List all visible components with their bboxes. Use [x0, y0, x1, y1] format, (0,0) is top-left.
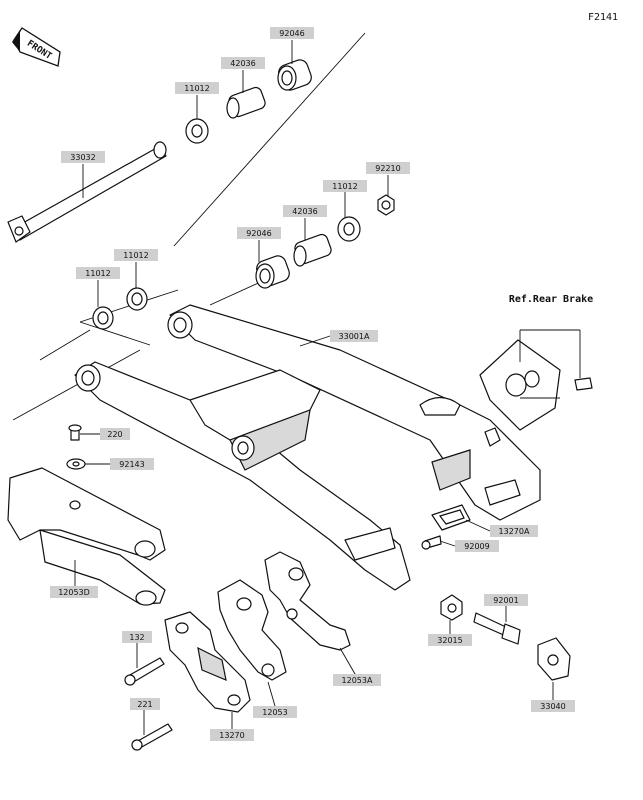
- callout-text: 92046: [279, 29, 304, 38]
- callout-text: 12053: [262, 708, 287, 717]
- callout-32015: 32015: [428, 634, 472, 646]
- callout-92009: 92009: [455, 540, 499, 552]
- sleeve-42036-mid: [293, 233, 332, 267]
- callout-text: 92001: [493, 596, 518, 605]
- callout-text: 42036: [292, 207, 317, 216]
- figure-code: F2141: [588, 12, 618, 23]
- chain-guide-12053a: [264, 551, 351, 651]
- callout-text: 92009: [464, 542, 489, 551]
- callout-92143: 92143: [110, 458, 154, 470]
- bolt-92001: [473, 612, 521, 645]
- washer-92143: [66, 458, 86, 470]
- chain-guide-12053: [217, 579, 287, 681]
- sleeve-42036-top: [226, 86, 266, 119]
- callout-12053: 12053: [253, 706, 297, 718]
- callout-11012-left-upper: 11012: [114, 249, 158, 261]
- callout-92046-top: 92046: [270, 27, 314, 39]
- callout-11012-left-lower: 11012: [76, 267, 120, 279]
- callout-text: 42036: [230, 59, 255, 68]
- leader-lines: [74, 40, 554, 735]
- callout-132: 132: [122, 631, 152, 643]
- swingarm-33001a: [74, 304, 541, 591]
- chain-slider-12053d: [7, 467, 166, 606]
- callout-text: 13270A: [499, 527, 530, 536]
- bolt-132: [124, 657, 165, 686]
- collar-92046-top: [277, 59, 312, 91]
- callout-221: 221: [130, 698, 160, 710]
- seal-11012-left-lower: [92, 306, 114, 330]
- callout-13270a: 13270A: [490, 525, 538, 537]
- callout-text: 12053A: [342, 676, 373, 685]
- callout-text: 132: [129, 633, 144, 642]
- callout-92210: 92210: [366, 162, 410, 174]
- seal-11012-mid: [337, 216, 361, 242]
- callout-text: 11012: [184, 84, 209, 93]
- callout-42036-top: 42036: [221, 57, 265, 69]
- bolt-221: [131, 723, 173, 751]
- pivot-shaft-33032: [7, 141, 167, 243]
- callout-text: 33001A: [339, 332, 370, 341]
- nut-92210: [377, 194, 395, 216]
- callout-220: 220: [100, 428, 130, 440]
- callout-text: 32015: [437, 636, 462, 645]
- callout-12053a: 12053A: [333, 674, 381, 686]
- callout-text: 11012: [332, 182, 357, 191]
- callout-33040: 33040: [531, 700, 575, 712]
- seal-11012-top: [185, 118, 209, 144]
- front-arrow-icon: FRONT: [12, 27, 61, 67]
- callout-11012-mid: 11012: [323, 180, 367, 192]
- bolt-92009: [421, 535, 442, 550]
- callout-text: 11012: [85, 269, 110, 278]
- callout-42036-mid: 42036: [283, 205, 327, 217]
- callout-text: 221: [137, 700, 152, 709]
- callout-13270: 13270: [210, 729, 254, 741]
- callout-text: 12053D: [58, 588, 90, 597]
- callout-text: 33040: [540, 702, 565, 711]
- callout-text: 92046: [246, 229, 271, 238]
- collar-32015: [440, 594, 463, 621]
- collar-92046-mid: [255, 255, 290, 289]
- callout-33001a: 33001A: [330, 330, 378, 342]
- callout-text: 11012: [123, 251, 148, 260]
- callout-text: 92210: [375, 164, 400, 173]
- bolt-220: [68, 424, 82, 441]
- callout-text: 33032: [70, 153, 95, 162]
- callout-12053d: 12053D: [50, 586, 98, 598]
- callout-11012-top: 11012: [175, 82, 219, 94]
- block-33040: [537, 637, 571, 681]
- chain-guide-plate-13270: [164, 611, 251, 713]
- callout-text: 13270: [219, 731, 244, 740]
- callout-92046-mid: 92046: [237, 227, 281, 239]
- callout-text: 92143: [119, 460, 144, 469]
- callout-text: 220: [107, 430, 122, 439]
- plate-13270a: [431, 504, 471, 531]
- callout-33032: 33032: [61, 151, 105, 163]
- ref-rear-brake-note: Ref.Rear Brake: [509, 294, 593, 305]
- callout-92001: 92001: [484, 594, 528, 606]
- seal-11012-left-upper: [126, 287, 148, 311]
- rear-brake-bracket-ref: [479, 329, 593, 431]
